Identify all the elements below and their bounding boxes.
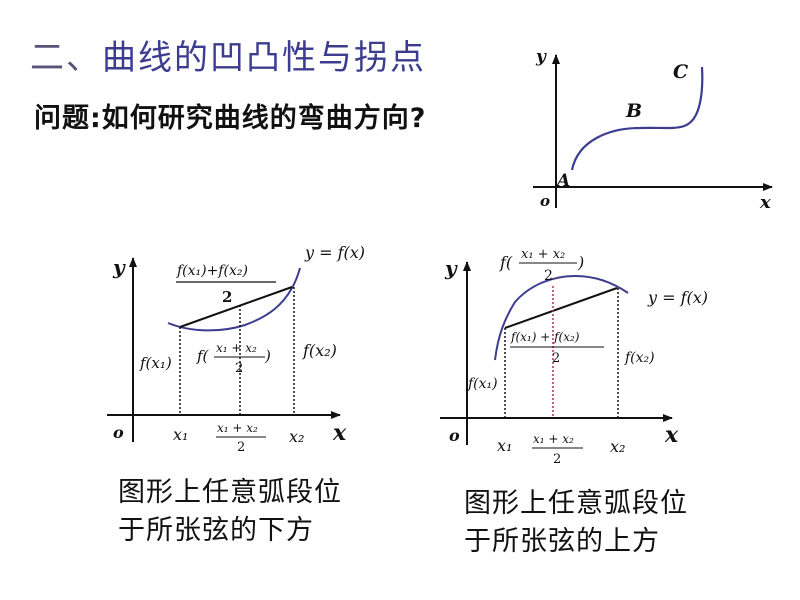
right-fmid-den: 2 <box>544 268 553 284</box>
point-b-label: B <box>625 100 642 122</box>
left-caption: 图形上任意弧段位 于所张弦的下方 <box>118 474 342 550</box>
left-chord <box>179 286 293 328</box>
top-s-curve <box>570 66 704 171</box>
right-caption: 图形上任意弧段位 于所张弦的上方 <box>464 485 688 561</box>
top-origin-label: o <box>540 192 550 210</box>
slide-title: 二、曲线的凹凸性与拐点 <box>30 30 426 79</box>
left-xmid-den: 2 <box>237 440 245 455</box>
left-axis-x-label: x <box>332 420 347 446</box>
right-fx1-label: f(x₁) <box>467 376 498 392</box>
left-axis-y-label: y <box>112 255 126 279</box>
point-c-label: C <box>673 61 688 83</box>
left-chord-mid-num: f(x₁)+f(x₂) <box>176 263 248 279</box>
left-x1-label: x₁ <box>173 425 188 444</box>
right-concave-curve <box>494 274 629 361</box>
left-convex-curve <box>167 267 301 332</box>
left-fmid-suffix: ) <box>264 347 271 365</box>
right-axis-x-label: x <box>664 422 679 448</box>
left-curve-label: y = f(x) <box>304 243 365 262</box>
left-x2-label: x₂ <box>289 427 304 446</box>
left-chord-mid-den: 2 <box>222 288 232 306</box>
right-fmid-suffix: ) <box>577 253 584 272</box>
right-chord-mid-den: 2 <box>552 351 560 366</box>
left-origin-label: o <box>113 423 124 442</box>
right-curve-label: y = f(x) <box>647 288 708 307</box>
right-chord-mid-num: f(x₁) + f(x₂) <box>510 330 580 344</box>
right-caption-line-1: 图形上任意弧段位 <box>464 488 688 519</box>
right-fmid-num: x₁ + x₂ <box>521 247 565 262</box>
left-xmid-num: x₁ + x₂ <box>217 421 258 435</box>
right-chord <box>504 287 618 329</box>
right-caption-line-2: 于所张弦的上方 <box>464 526 660 557</box>
right-fx2-label: f(x₂) <box>624 350 655 366</box>
left-fmid-num: x₁ + x₂ <box>216 341 257 355</box>
left-caption-line-2: 于所张弦的下方 <box>118 515 314 546</box>
top-axis-y-label: y <box>535 47 547 67</box>
left-diagram: y x o y = f(x) f(x₁)+f(x₂) 2 f( x₁ + x₂ … <box>107 243 365 455</box>
right-xmid-den: 2 <box>553 452 561 467</box>
top-axis-x-label: x <box>759 192 771 213</box>
right-xmid-num: x₁ + x₂ <box>533 432 574 446</box>
question-text: 问题:如何研究曲线的弯曲方向? <box>34 103 427 134</box>
title-number: 二、 <box>30 38 102 78</box>
right-x2-label: x₂ <box>610 437 625 456</box>
left-fmid-prefix: f( <box>196 347 210 365</box>
left-fx2-label: f(x₂) <box>302 341 337 360</box>
left-fx1-label: f(x₁) <box>139 354 172 372</box>
right-x1-label: x₁ <box>497 436 512 455</box>
top-diagram: y x o A B C <box>533 47 773 213</box>
left-fmid-den: 2 <box>235 361 243 376</box>
point-a-label: A <box>555 171 570 191</box>
right-origin-label: o <box>449 426 460 445</box>
right-diagram: y x o y = f(x) f( x₁ + x₂ 2 ) f(x₁) + f(… <box>440 247 708 467</box>
title-text: 曲线的凹凸性与拐点 <box>102 38 426 78</box>
right-fmid-prefix: f( <box>499 253 513 272</box>
right-axis-y-label: y <box>444 256 458 280</box>
left-caption-line-1: 图形上任意弧段位 <box>118 477 342 508</box>
